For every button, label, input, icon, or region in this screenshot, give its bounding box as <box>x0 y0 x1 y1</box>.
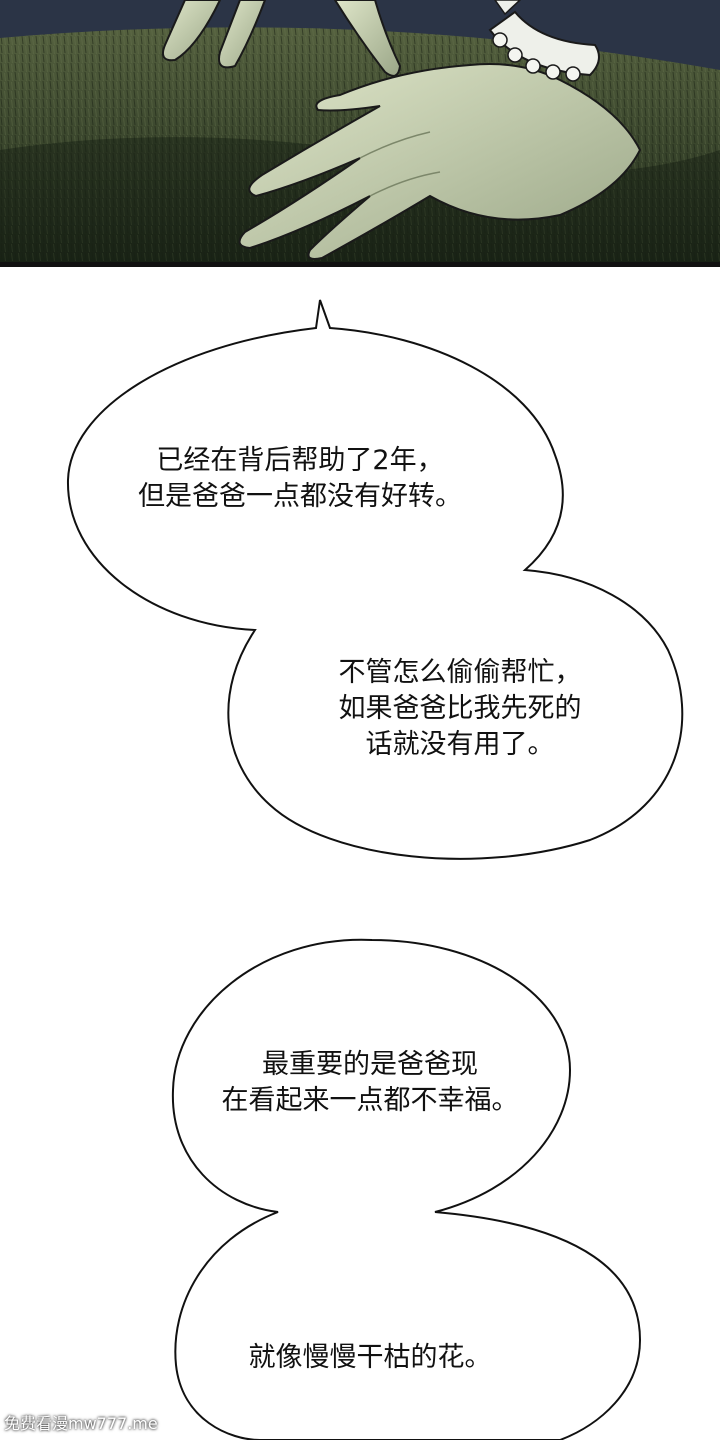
speech-bubble-group-2 <box>171 938 642 1441</box>
speech-bubble-1 <box>66 299 684 860</box>
speech-bubble-text-1: 已经在背后帮助了2年， 但是爸爸一点都没有好转。 <box>100 443 500 515</box>
speech-bubble-text-4: 就像慢慢干枯的花。 <box>180 1340 560 1376</box>
bubble-line: 最重要的是爸爸现 <box>262 1049 478 1080</box>
right-hand <box>238 63 642 260</box>
bubble-line: 在看起来一点都不幸福。 <box>221 1085 519 1116</box>
bubble-line: 已经在背后帮助了2年， <box>156 445 444 476</box>
bubble-line: 就像慢慢干枯的花。 <box>248 1342 492 1373</box>
speech-bubble-text-2: 不管怎么偷偷帮忙， 如果爸爸比我先死的 话就没有用了。 <box>280 655 640 763</box>
top-panel-illustration <box>0 0 720 267</box>
lace-cuff <box>488 0 600 82</box>
speech-bubble-group-1 <box>66 299 684 860</box>
site-watermark: 免费看漫mw777.me <box>4 1414 158 1433</box>
speech-bubble-text-3: 最重要的是爸爸现 在看起来一点都不幸福。 <box>180 1047 560 1119</box>
bubble-line: 但是爸爸一点都没有好转。 <box>138 481 462 512</box>
bubble-line: 不管怎么偷偷帮忙， <box>338 657 582 688</box>
left-hand <box>162 0 402 77</box>
speech-bubble-2 <box>171 938 642 1441</box>
bubble-line: 如果爸爸比我先死的 <box>338 693 582 724</box>
bubble-line: 话就没有用了。 <box>365 729 555 760</box>
